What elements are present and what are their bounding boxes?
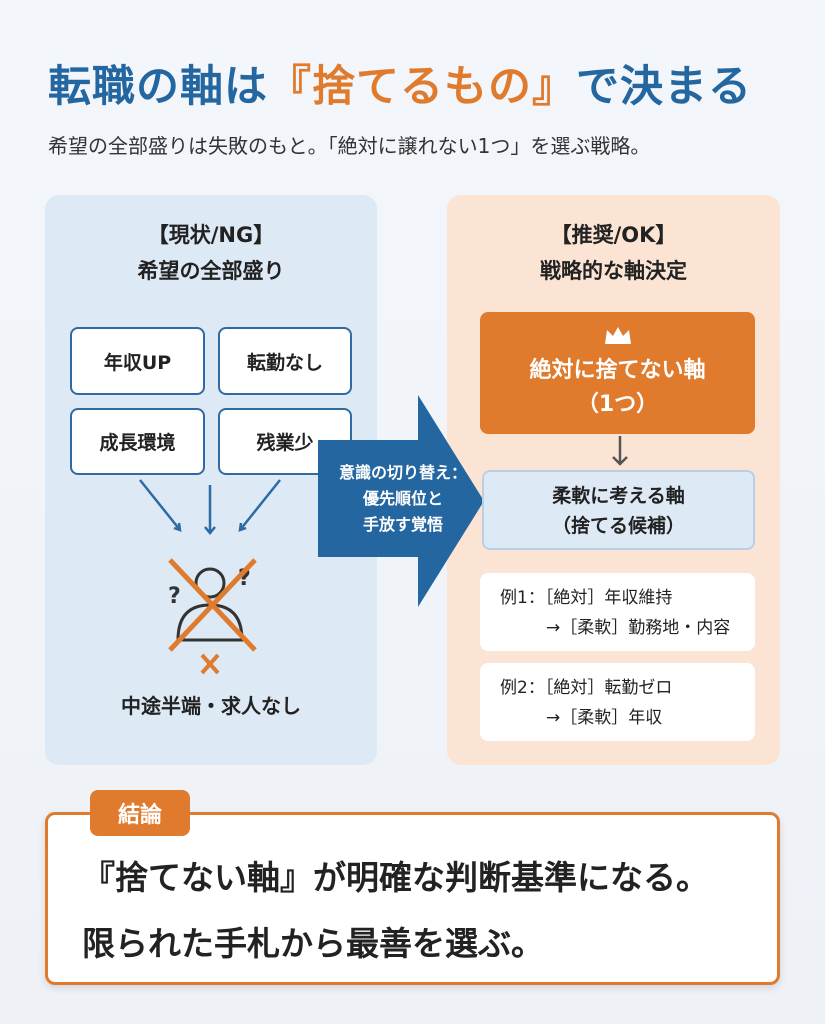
wish-item: 年収UP <box>70 327 205 395</box>
example-card: 例2：［絶対］転勤ゼロ →［柔軟］年収 <box>480 663 755 741</box>
arrow-line: 意識の切り替え： <box>338 463 467 482</box>
ok-heading-title: 戦略的な軸決定 <box>540 259 687 283</box>
conclusion-line: 『捨てない軸』が明確な判断基準になる。 <box>82 858 709 897</box>
subtitle: 希望の全部盛りは失敗のもと。「絶対に譲れない1つ」を選ぶ戦略。 <box>48 134 651 158</box>
crown-icon <box>604 327 631 344</box>
title-highlight: 『捨てるもの』 <box>268 62 576 112</box>
example-line: →［柔軟］勤務地・内容 <box>546 618 731 638</box>
conclusion-box <box>45 812 780 985</box>
page-title: 転職の軸は『捨てるもの』で決まる <box>48 52 752 114</box>
ng-caption: 中途半端・求人なし <box>121 694 301 718</box>
conclusion-line: 限られた手札から最善を選ぶ。 <box>82 924 544 963</box>
title-part2: で決まる <box>576 62 752 112</box>
arrow-line: 優先順位と <box>362 489 443 508</box>
conclusion-text: 『捨てない軸』が明確な判断基準になる。限られた手札から最善を選ぶ。 <box>82 845 709 977</box>
confused-person-icon: ? ? <box>139 479 281 675</box>
wish-item: 成長環境 <box>70 408 205 475</box>
conclusion-tag: 結論 <box>90 790 190 836</box>
example-line: 例2：［絶対］転勤ゼロ <box>500 678 673 698</box>
title-part1: 転職の軸は <box>48 62 268 112</box>
core-axis-box: 絶対に捨てない軸 （1つ） <box>480 312 755 434</box>
mindset-shift-text: 意識の切り替え： 優先順位と手放す覚悟 <box>318 460 488 538</box>
ng-heading-title: 希望の全部盛り <box>137 259 285 283</box>
core-axis-count: （1つ） <box>576 392 659 417</box>
flex-axis-sub: （捨てる候補） <box>551 515 685 537</box>
flex-axis-title: 柔軟に考える軸 <box>552 485 685 507</box>
wish-item: 転勤なし <box>218 327 352 395</box>
flexible-axis-box: 柔軟に考える軸 （捨てる候補） <box>482 470 755 550</box>
svg-text:?: ? <box>168 584 181 609</box>
example-card: 例1：［絶対］年収維持 →［柔軟］勤務地・内容 <box>480 573 755 651</box>
arrow-line: 手放す覚悟 <box>362 515 443 534</box>
example-line: →［柔軟］年収 <box>546 708 663 728</box>
mindset-shift-arrow <box>318 395 484 607</box>
ng-heading: 【現状/NG】希望の全部盛り <box>45 217 377 289</box>
ok-heading-label: 【推奨/OK】 <box>550 223 677 247</box>
ng-heading-label: 【現状/NG】 <box>147 223 275 247</box>
example-line: 例1：［絶対］年収維持 <box>500 588 673 608</box>
ok-heading: 【推奨/OK】戦略的な軸決定 <box>447 217 780 289</box>
down-arrow-icon <box>612 436 628 466</box>
core-axis-title: 絶対に捨てない軸 <box>529 358 706 383</box>
